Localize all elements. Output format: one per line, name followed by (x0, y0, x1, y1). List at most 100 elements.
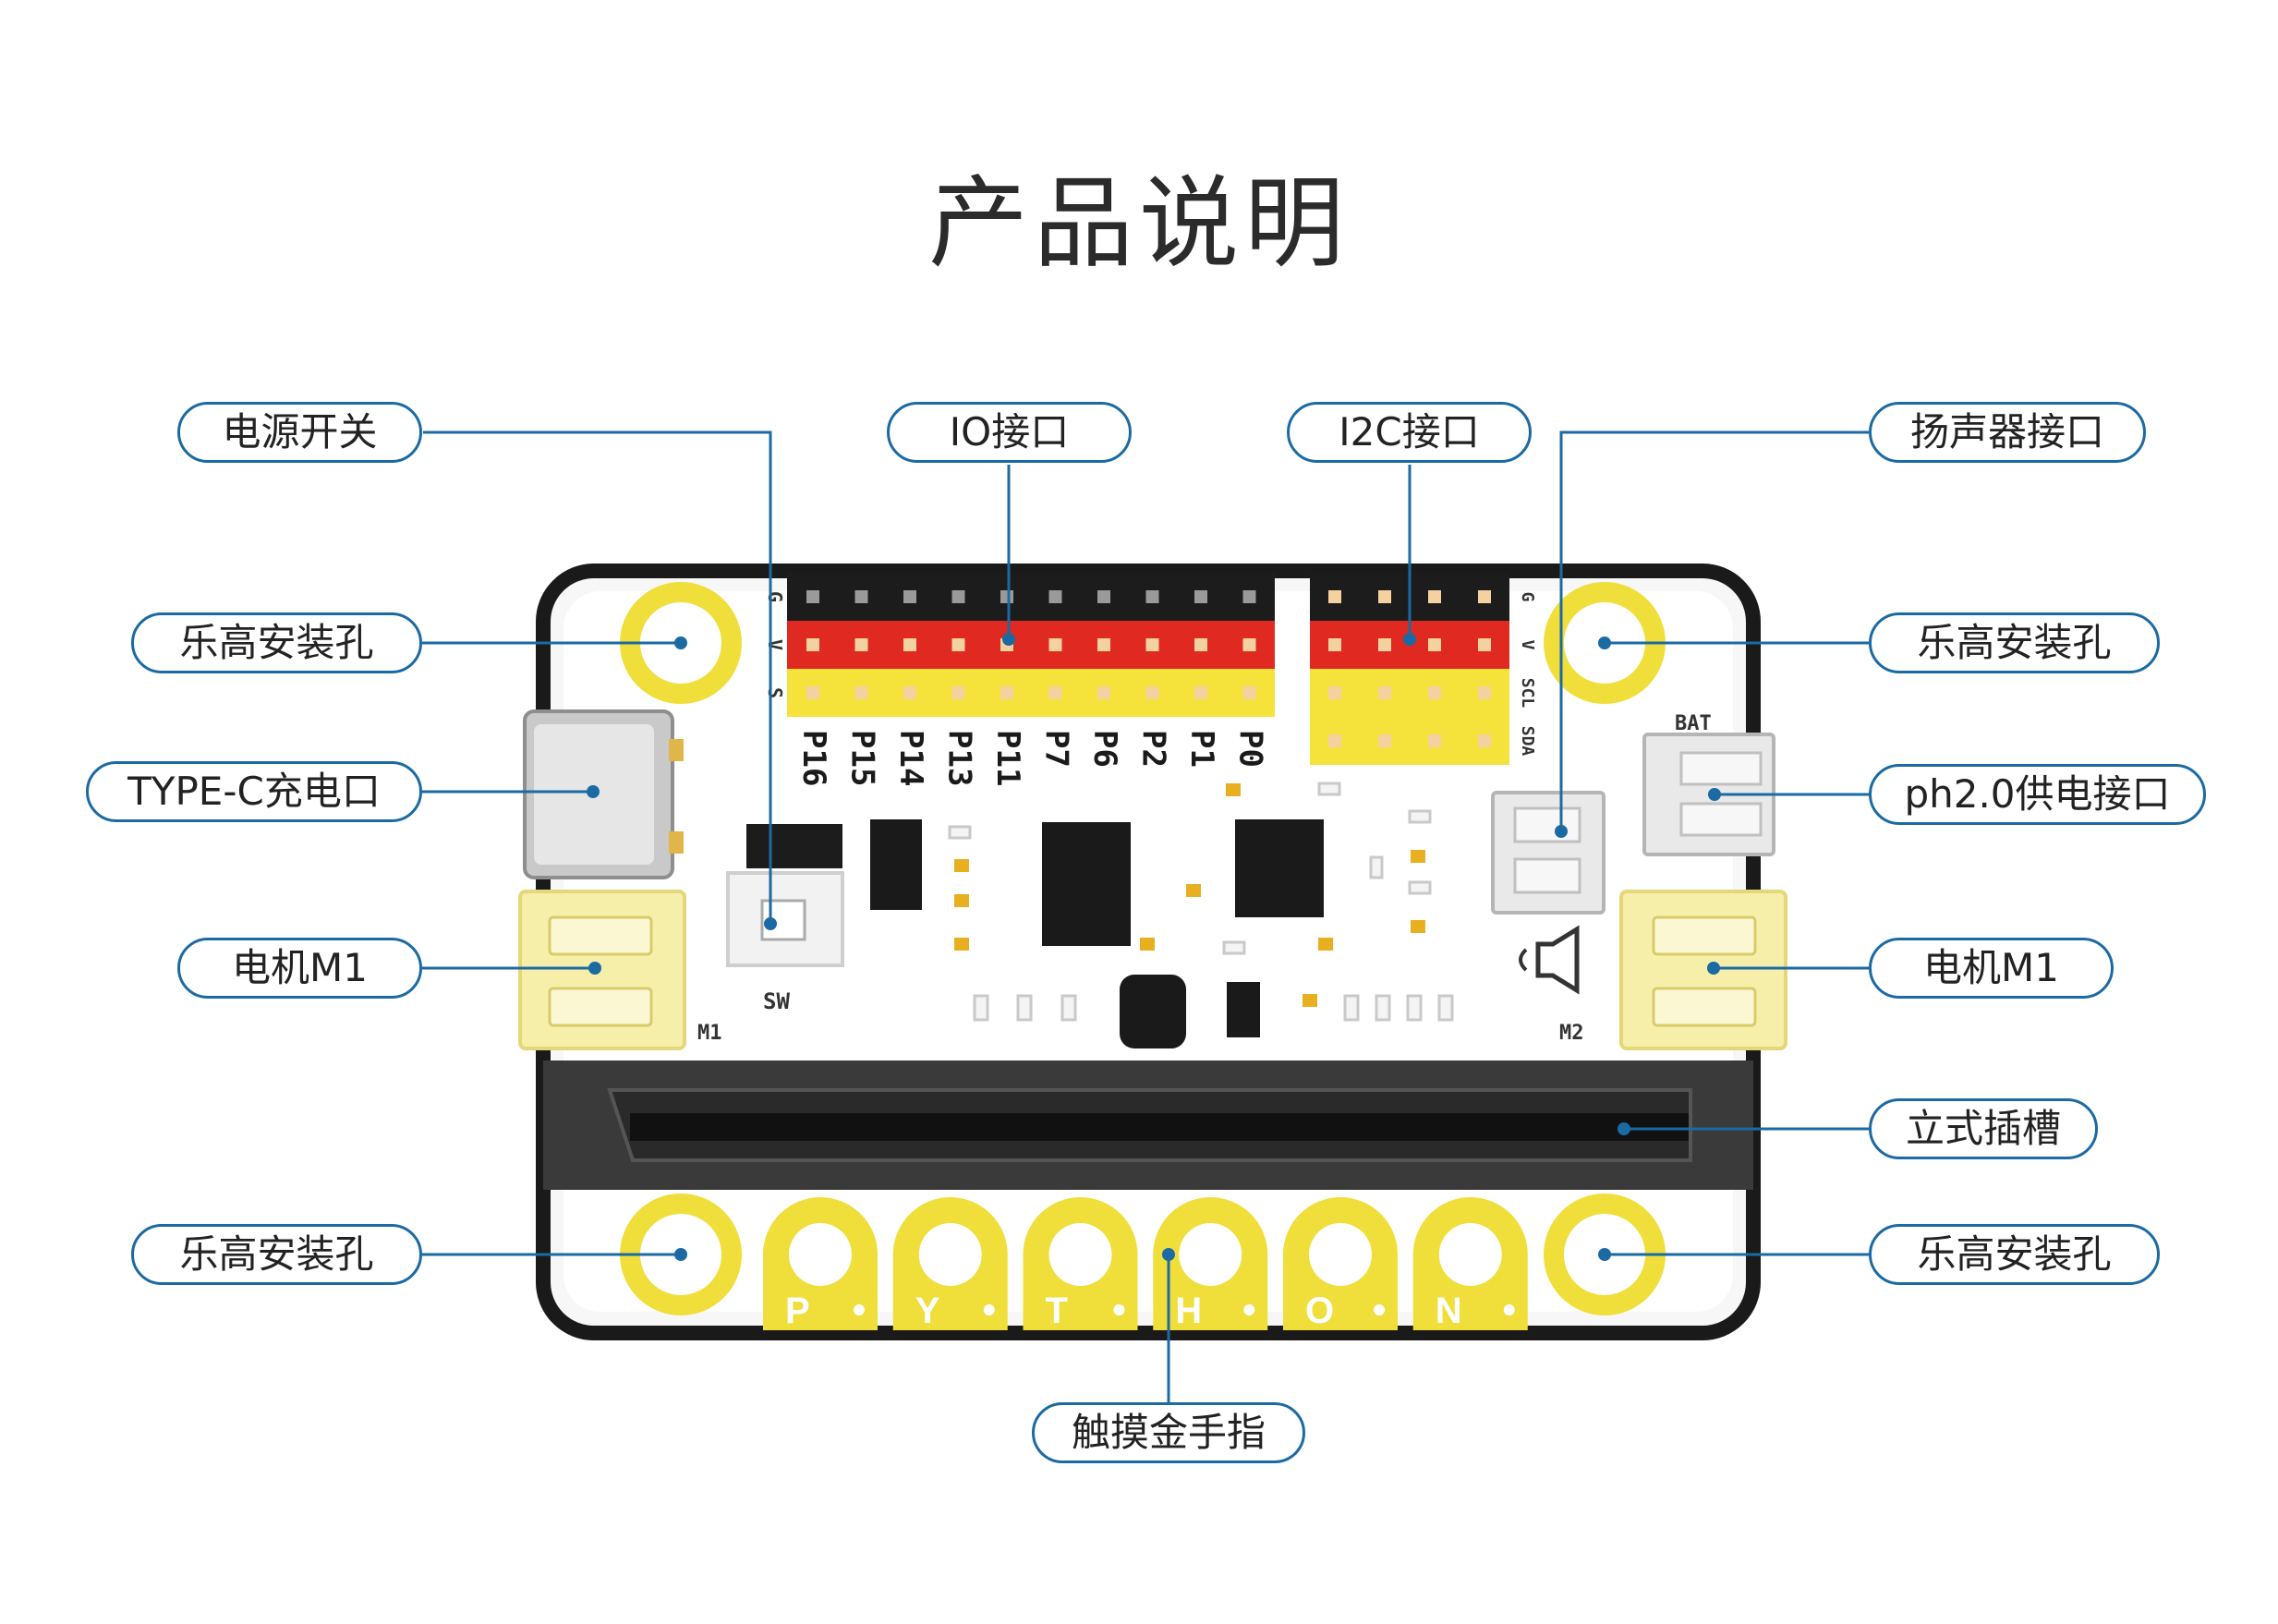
io-pin (1242, 686, 1256, 699)
header-row-label: V (764, 639, 786, 650)
io-pin (1000, 590, 1013, 603)
io-pin (951, 638, 965, 651)
i2c-pin (1378, 734, 1391, 747)
i2c-pin (1428, 734, 1441, 747)
i2c-pin (1378, 590, 1391, 603)
callout-motor-right: 电机M1 (1869, 938, 2114, 999)
i2c-pin (1478, 686, 1491, 699)
touch-pad-letter: N (1436, 1291, 1462, 1331)
io-pin-label: P13 (941, 730, 978, 786)
touch-pad-dot (983, 1304, 995, 1315)
touch-pad-dot (1113, 1304, 1125, 1315)
smd-components-yellow (954, 783, 1425, 1007)
leader-power-switch (423, 430, 772, 924)
io-pin-label: P6 (1086, 730, 1123, 768)
touch-pad-dot (854, 1304, 865, 1315)
io-pin (951, 590, 965, 603)
i2c-pin (1328, 686, 1341, 699)
io-pin (1194, 590, 1207, 603)
leader-speaker-port (1559, 430, 1869, 831)
callout-motor-left: 电机M1 (177, 938, 422, 999)
touch-pad-letter: Y (915, 1291, 940, 1331)
touch-pad-dot (1243, 1304, 1255, 1315)
io-pin (854, 686, 868, 699)
i2c-pin (1478, 590, 1491, 603)
i2c-pin (1328, 590, 1341, 603)
i2c-pin (1478, 734, 1491, 747)
speaker-icon (1535, 925, 1580, 995)
io-pin (1145, 686, 1159, 699)
i2c-pin (1428, 590, 1441, 603)
io-pin (1242, 590, 1256, 603)
io-pin (903, 686, 916, 699)
io-pin (806, 590, 819, 603)
io-pin (1097, 590, 1110, 603)
callout-speaker-port: 扬声器接口 (1869, 402, 2146, 463)
i2c-header-yellow-rows (1310, 669, 1509, 765)
io-pin (1194, 638, 1207, 651)
touch-pad-letter: T (1046, 1291, 1068, 1331)
io-header-block (787, 573, 1275, 717)
io-header-red-row (787, 621, 1275, 669)
io-pin-label: P1 (1183, 730, 1220, 768)
touch-pad-letter: P (785, 1291, 810, 1331)
callout-edge-slot: 立式插槽 (1869, 1098, 2098, 1159)
touch-pad-dot (1374, 1304, 1386, 1315)
touch-pad-hole (1438, 1223, 1502, 1286)
io-pin (1097, 638, 1110, 651)
transistor (1227, 982, 1260, 1037)
callout-lego-hole-top-right: 乐高安装孔 (1869, 612, 2160, 673)
chip-small (870, 819, 922, 910)
i2c-row-label: V (1518, 640, 1537, 650)
io-pin-label: P2 (1135, 730, 1172, 768)
touch-pad-letter: H (1175, 1291, 1202, 1331)
inductor (1120, 975, 1186, 1048)
i2c-pin (1378, 686, 1391, 699)
i2c-pin (1428, 686, 1441, 699)
io-pin (1048, 590, 1062, 603)
callout-typec-port: TYPE-C充电口 (86, 761, 422, 822)
io-pin (1048, 638, 1062, 651)
io-pin (854, 590, 868, 603)
power-switch-shape (726, 824, 844, 967)
leader-lines (422, 430, 1869, 1402)
touch-pad-hole (789, 1223, 852, 1286)
i2c-pin (1478, 638, 1491, 651)
io-pin-label: P11 (989, 730, 1026, 786)
m1-label: M1 (697, 1022, 722, 1045)
io-pin (806, 686, 819, 699)
i2c-header-pins (1328, 590, 1491, 747)
touch-pad-hole (918, 1223, 982, 1286)
i2c-pin (1328, 734, 1341, 747)
page-title: 产品说明 (927, 166, 1350, 282)
callout-lego-hole-top-left: 乐高安装孔 (131, 612, 422, 673)
chip-main (1042, 822, 1131, 946)
speaker-connector (1491, 791, 1606, 995)
bat-label: BAT (1675, 712, 1712, 735)
i2c-row-label: SCL (1518, 678, 1537, 709)
io-pin (1000, 686, 1013, 699)
io-pin (1242, 638, 1256, 651)
motor-m1-connector (518, 890, 686, 1050)
typec-port-shape (523, 709, 684, 879)
io-pin (1194, 686, 1207, 699)
leader-dots (587, 633, 1721, 1261)
touch-pad-hole (1048, 1223, 1112, 1286)
i2c-pin (1328, 638, 1341, 651)
touch-pad-letter: O (1305, 1291, 1334, 1331)
callout-lego-hole-bottom-left: 乐高安装孔 (131, 1224, 422, 1285)
io-pin-label: P7 (1038, 730, 1075, 768)
header-row-label: G (764, 591, 786, 602)
io-pin (903, 590, 916, 603)
speaker-wave-icon (1519, 948, 1528, 972)
io-pin-label: P0 (1232, 730, 1269, 768)
io-pin-label: P16 (795, 730, 832, 786)
io-pin (1145, 638, 1159, 651)
m2-label: M2 (1559, 1022, 1584, 1045)
io-pin (1097, 686, 1110, 699)
sw-label: SW (763, 988, 790, 1014)
chip-driver (1235, 819, 1324, 917)
callout-i2c-port: I2C接口 (1287, 402, 1532, 463)
touch-pad-dot (1503, 1304, 1515, 1315)
